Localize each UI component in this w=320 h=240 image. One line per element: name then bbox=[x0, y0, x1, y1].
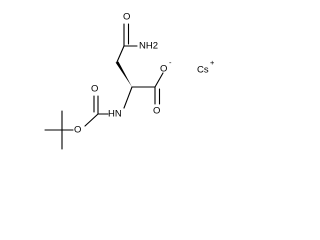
atom-label-nh2: NH2 bbox=[139, 41, 158, 52]
atom-label-carbamate-o-top: O bbox=[91, 84, 98, 95]
bond-carbamate-c-ester-o bbox=[84, 113, 99, 127]
wedge-bond-alpha-ch2 bbox=[115, 61, 132, 87]
counterion-charge: + bbox=[210, 58, 215, 67]
bond-carboxyl-c-o-minus bbox=[154, 72, 164, 88]
counterion-label-cs: Cs bbox=[197, 65, 209, 76]
boc-asparagine-cesium-structure: NH2 O O - O HN O O Cs + bbox=[44, 12, 215, 150]
atom-label-carboxylate-o: O bbox=[160, 64, 167, 75]
atom-label-nh: HN bbox=[108, 109, 122, 120]
bond-amide-c-ch2 bbox=[116, 45, 125, 63]
bond-alpha-nh bbox=[123, 86, 133, 109]
atom-label-amide-o: O bbox=[123, 12, 130, 23]
charge-label-carboxylate: - bbox=[169, 58, 172, 67]
atom-label-hydroxyl-o: O bbox=[153, 106, 160, 117]
atom-label-carbamate-o-ester: O bbox=[74, 125, 81, 136]
